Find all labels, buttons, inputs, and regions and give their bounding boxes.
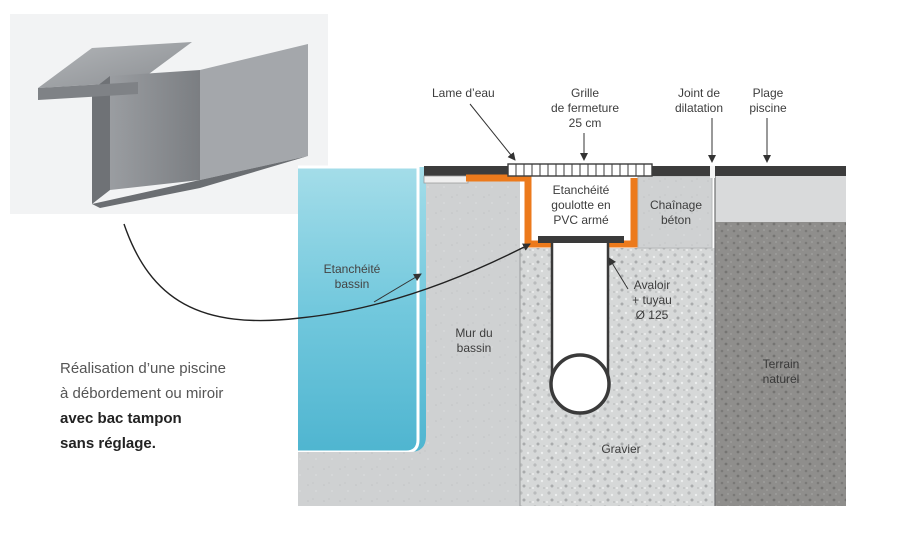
- grille-de-fermeture: [507, 163, 653, 177]
- caption-line-3: avec bac tampon: [60, 410, 182, 427]
- pool-water: [298, 167, 428, 452]
- label-avaloir-tuyau: Avaloir + tuyau Ø 125: [632, 278, 672, 322]
- label-etancheite-bassin: Etanchéité bassin: [323, 262, 381, 291]
- illustration-pointer-arrow: [123, 223, 531, 322]
- label-grille: Grille de fermeture 25 cm: [550, 86, 620, 130]
- label-mur-bassin: Mur du bassin: [455, 326, 493, 355]
- pool-wall-concrete: [298, 180, 520, 506]
- plage-base: [715, 176, 846, 222]
- caption-line-2: à débordement ou miroir: [60, 385, 224, 402]
- pool-liner: [298, 165, 420, 454]
- drain-pipe: [549, 243, 611, 415]
- label-plage-piscine: Plage piscine: [749, 86, 787, 115]
- plage-slab-left: [424, 166, 508, 176]
- etancheite-bassin-arrow: [373, 273, 422, 303]
- caption-line-1: Réalisation d’une piscine: [60, 360, 226, 377]
- natural-soil: [715, 222, 846, 506]
- gutter-interior: [532, 178, 630, 240]
- gutter-front-wall-end: [92, 76, 110, 204]
- expansion-joint: [710, 166, 715, 178]
- label-etancheite-goulotte: Etanchéité goulotte en PVC armé: [551, 183, 611, 227]
- label-chainage-beton: Chaînage béton: [649, 198, 703, 227]
- gutter-left-flange: [38, 42, 192, 88]
- gutter-back-wall: [200, 44, 308, 180]
- gutter-inner-wall: [110, 70, 200, 190]
- caption: Réalisation d’une piscine à débordement …: [60, 356, 300, 456]
- plage-slab-right: [652, 166, 846, 176]
- gutter-3d-illustration: [10, 14, 328, 214]
- label-terrain-naturel: Terrain naturel: [762, 357, 800, 386]
- overflow-lip: [423, 175, 469, 184]
- gutter-bottom: [92, 156, 308, 208]
- label-gravier: Gravier: [601, 442, 641, 456]
- avaloir-plate: [538, 236, 624, 243]
- caption-line-4: sans réglage.: [60, 435, 156, 452]
- lame-eau-arrow: [469, 103, 516, 161]
- avaloir-arrow: [608, 257, 629, 290]
- label-lame-eau: Lame d’eau: [432, 86, 495, 100]
- label-joint-dilatation: Joint de dilatation: [674, 86, 724, 115]
- gutter-flange-edge: [38, 82, 138, 100]
